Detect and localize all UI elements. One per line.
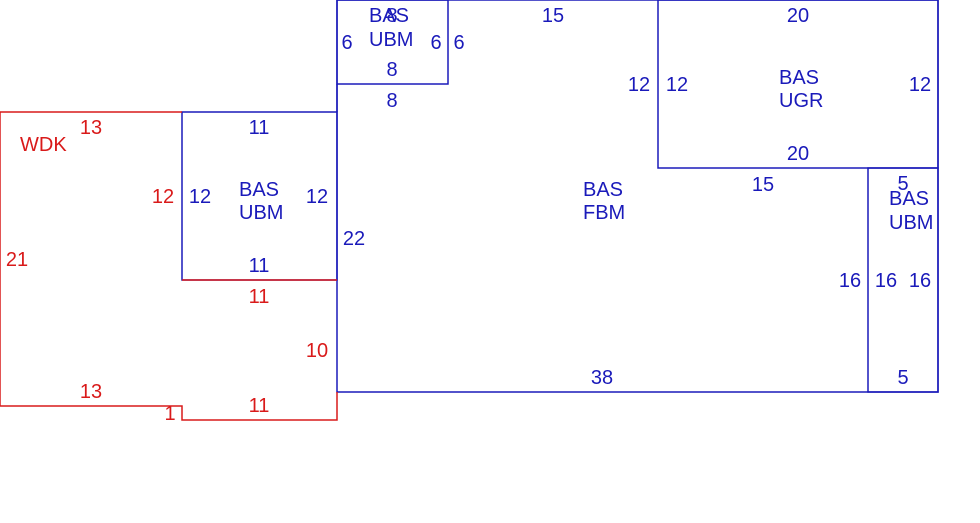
ubm-right-label-line2: UBM <box>889 212 933 234</box>
ubm-top-outline <box>336 0 449 85</box>
ubm-right-outline <box>867 167 939 393</box>
building-outline <box>181 0 939 393</box>
ubm-right-dim-bottom: 5 <box>897 367 908 389</box>
ugr-dim-top: 20 <box>787 5 809 27</box>
area-labels: BAS FBM BAS UBM BAS UBM BAS UGR BAS UBM <box>239 5 933 234</box>
wdk-outline <box>0 111 338 421</box>
ubm-left-label-line1: BAS <box>239 179 279 201</box>
wdk-dim-right: 10 <box>306 340 328 362</box>
ugr-dim-left-inner: 12 <box>666 74 688 96</box>
fbm-dim-top: 15 <box>542 5 564 27</box>
ubm-top-label-line2: UBM <box>369 29 413 51</box>
ugr-outline <box>657 0 939 169</box>
ubm-right-dim-left-outer: 16 <box>839 270 861 292</box>
ubm-top-dim-bottom-outer: 8 <box>386 90 397 112</box>
fbm-dim-ugr-gap: 15 <box>752 174 774 196</box>
ubm-top-dim-top: 8 <box>386 5 397 27</box>
ubm-top-dim-right-inner: 6 <box>430 32 441 54</box>
ugr-dim-right: 12 <box>909 74 931 96</box>
ubm-right-dim-right: 16 <box>909 270 931 292</box>
ubm-right-label-line1: BAS <box>889 188 929 210</box>
ubm-top-label-line1: BAS <box>369 5 409 27</box>
ubm-left-dim-top: 11 <box>249 117 270 139</box>
wdk-dim-left-outer: 21 <box>6 249 28 271</box>
ubm-top-dim-left: 6 <box>341 32 352 54</box>
ubm-right-dim-top: 5 <box>897 173 908 195</box>
ubm-left-dim-right: 12 <box>306 186 328 208</box>
ubm-left-label-line2: UBM <box>239 202 283 224</box>
ubm-top-dim-bottom-inner: 8 <box>386 59 397 81</box>
ubm-top-dim-right-outer: 6 <box>453 32 464 54</box>
ubm-left-dim-left: 12 <box>189 186 211 208</box>
ugr-dim-left-outer: 12 <box>628 74 650 96</box>
ubm-left-dim-bottom: 11 <box>249 255 270 277</box>
wdk-dim-bottom-right: 11 <box>249 395 270 417</box>
fbm-outline <box>336 0 939 393</box>
ugr-dim-bottom: 20 <box>787 143 809 165</box>
wdk-dim-left-inner: 12 <box>152 186 174 208</box>
ubm-right-dim-left-inner: 16 <box>875 270 897 292</box>
fbm-label-line2: FBM <box>583 202 625 224</box>
ugr-label-line2: UGR <box>779 90 823 112</box>
ugr-label-line1: BAS <box>779 67 819 89</box>
wdk-dim-bottom-left: 13 <box>80 381 102 403</box>
wdk-dim-top-inner: 11 <box>249 286 270 308</box>
deck-labels: WDK 13 21 12 13 1 11 10 11 <box>6 117 328 425</box>
fbm-dim-bottom: 38 <box>591 367 613 389</box>
fbm-label-line1: BAS <box>583 179 623 201</box>
building-dimensions: 8 6 6 6 8 8 15 22 38 15 20 12 12 12 20 5… <box>189 5 931 389</box>
fbm-dim-left: 22 <box>343 228 365 250</box>
wdk-dim-top: 13 <box>80 117 102 139</box>
wdk-dim-step: 1 <box>164 403 175 425</box>
wdk-label: WDK <box>20 134 67 156</box>
